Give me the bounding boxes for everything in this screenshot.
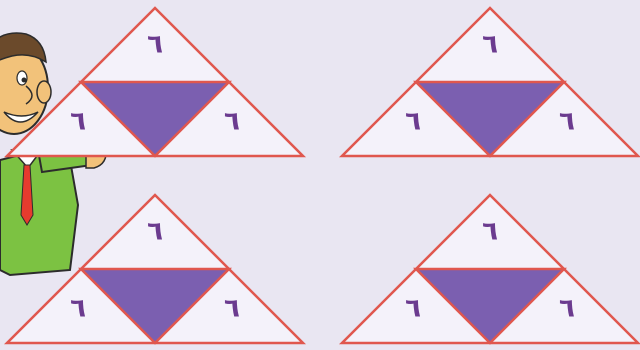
digit-left: ٦ — [70, 106, 86, 136]
digit-left: ٦ — [70, 293, 86, 323]
digit-right: ٦ — [224, 106, 240, 136]
triangle-puzzle: ٦ ٦ ٦ — [342, 8, 638, 156]
digit-top: ٦ — [147, 29, 163, 59]
digit-right: ٦ — [559, 293, 575, 323]
digit-right: ٦ — [559, 106, 575, 136]
digit-top: ٦ — [482, 29, 498, 59]
digit-left: ٦ — [405, 106, 421, 136]
triangle-puzzle: ٦ ٦ ٦ — [7, 8, 303, 156]
triangle-puzzles: ٦ ٦ ٦ ٦ ٦ ٦ ٦ ٦ ٦ ٦ ٦ ٦ — [7, 8, 638, 343]
digit-right: ٦ — [224, 293, 240, 323]
digit-left: ٦ — [405, 293, 421, 323]
triangle-puzzle: ٦ ٦ ٦ — [342, 195, 638, 343]
digit-top: ٦ — [482, 216, 498, 246]
digit-top: ٦ — [147, 216, 163, 246]
